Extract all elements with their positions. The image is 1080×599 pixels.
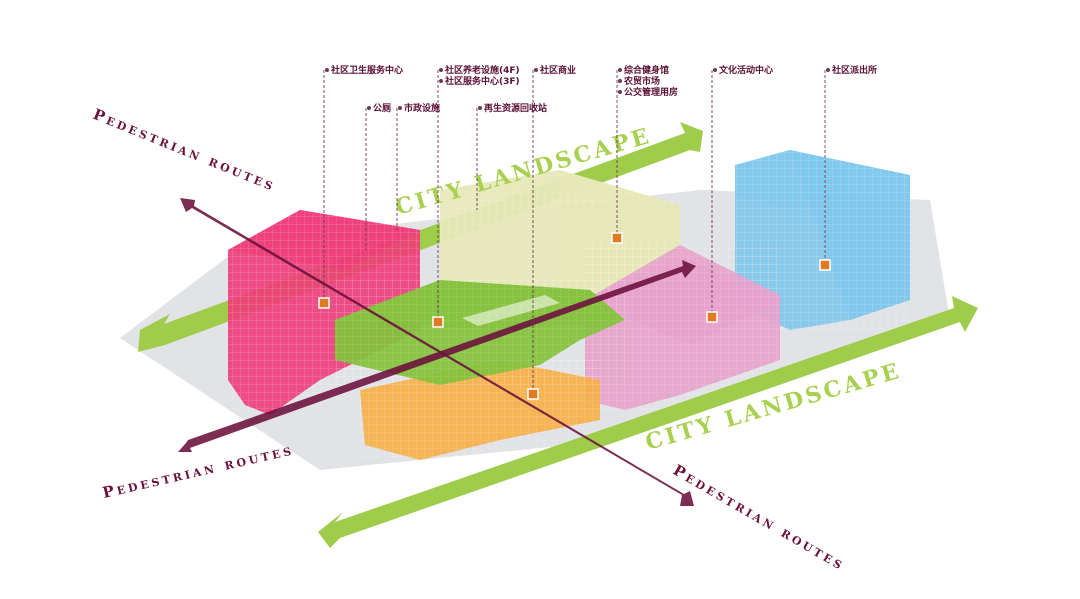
label-culture: 文化活动中心 (718, 64, 773, 76)
label-health: 社区卫生服务中心 (330, 64, 403, 76)
label-commerce: 社区商业 (539, 64, 576, 76)
label-municipal: 市政设施 (404, 102, 440, 114)
label-gym: 综合健身馆 (624, 64, 669, 76)
pedestrian-routes-text-upper-left: Pedestrian routes (91, 105, 279, 195)
building-elderly-service (335, 280, 625, 385)
label-recycle: 再生资源回收站 (484, 102, 547, 114)
marker-commerce (527, 388, 539, 400)
pedestrian-arrow-cross (178, 260, 696, 452)
landscape-arrow-front (318, 296, 978, 548)
pedestrian-routes-text-lower-right: Pedestrian routes (670, 461, 848, 574)
label-police: 社区派出所 (831, 64, 877, 76)
pedestrian-routes-text-lower-left: Pedestrian routes (101, 440, 296, 502)
markers (318, 232, 831, 400)
label-elderly: 社区养老设施(4F) (444, 64, 520, 76)
marker-gym (611, 232, 623, 244)
label-bus: 公交管理用房 (624, 86, 678, 98)
marker-elderly (432, 316, 444, 328)
label-toilet: 公厕 (373, 103, 391, 114)
facility-labels: 社区卫生服务中心 公厕 市政设施 社区养老设施(4F) 社区服务中心(3F) 再… (330, 64, 877, 114)
label-market: 农贸市场 (623, 75, 660, 87)
label-service: 社区服务中心(3F) (444, 75, 520, 87)
label-dots (325, 68, 830, 110)
marker-culture (706, 311, 718, 323)
marker-health (318, 297, 330, 309)
marker-police (819, 259, 831, 271)
pedestrian-arrow-diagonal (180, 198, 694, 506)
leader-lines (323, 70, 826, 394)
